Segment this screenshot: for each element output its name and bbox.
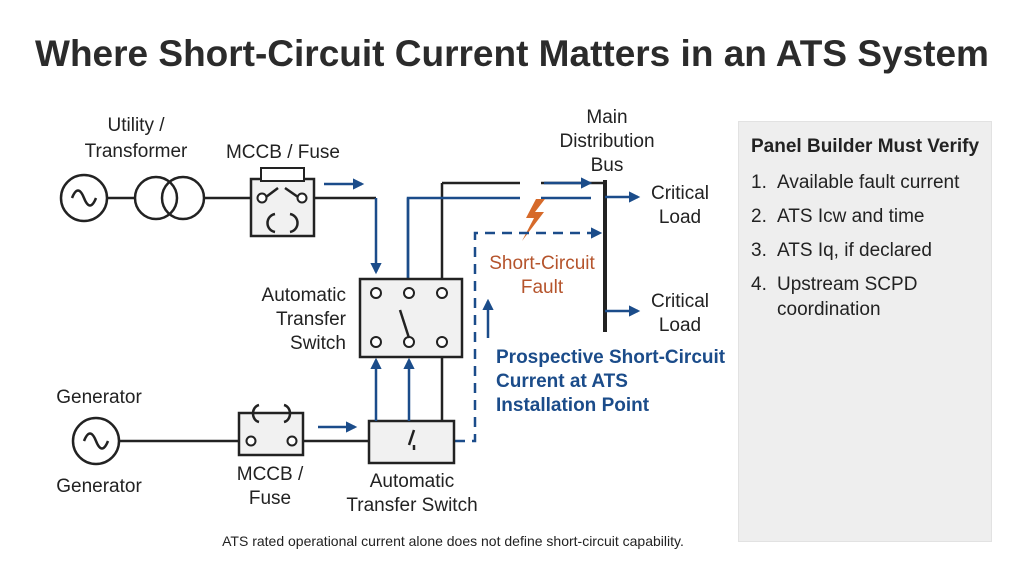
verify-item: 3. ATS Iq, if declared <box>751 238 981 263</box>
transformer-icon <box>133 175 206 221</box>
mccb-bottom-label-line2: Fuse <box>249 488 291 509</box>
utility-label-line2: Transformer <box>85 141 188 162</box>
verify-item-number: 2. <box>751 206 767 227</box>
critical-load-top-line2: Load <box>659 207 701 228</box>
ats-label-line3: Switch <box>290 333 346 354</box>
verify-item-text: Available fault current <box>777 172 960 193</box>
verify-item-number: 3. <box>751 240 767 261</box>
mccb-top-label: MCCB / Fuse <box>226 142 340 163</box>
verify-item-number: 1. <box>751 172 767 193</box>
fault-label-line1: Short-Circuit <box>489 253 595 274</box>
mccb-fuse-bottom-icon <box>237 403 305 457</box>
verify-item-text: ATS Icw and time <box>777 206 925 227</box>
page-title: Where Short-Circuit Current Matters in a… <box>35 33 989 74</box>
ats-bottom-label-line2: Transfer Switch <box>346 495 477 516</box>
main-bus-label-line2: Distribution <box>559 131 654 152</box>
footnote: ATS rated operational current alone does… <box>222 533 684 549</box>
fault-lightning-icon <box>522 199 545 241</box>
verify-item-text: ATS Iq, if declared <box>777 240 932 261</box>
verify-list: 1. Available fault current 2. ATS Icw an… <box>751 170 981 322</box>
verify-item: 1. Available fault current <box>751 170 981 195</box>
critical-load-bottom-line2: Load <box>659 315 701 336</box>
automatic-transfer-switch <box>358 277 464 359</box>
verify-panel-title: Panel Builder Must Verify <box>751 136 980 157</box>
utility-source-icon <box>59 173 109 223</box>
critical-load-bottom-line1: Critical <box>651 291 709 312</box>
ats-label-line2: Transfer <box>276 309 347 330</box>
ats-bottom-label-line1: Automatic <box>370 471 454 492</box>
critical-load-top-line1: Critical <box>651 183 709 204</box>
verify-panel: Panel Builder Must Verify 1. Available f… <box>738 121 992 542</box>
fault-label-line2: Fault <box>521 277 564 298</box>
main-bus-label-line3: Bus <box>591 155 624 176</box>
prospective-label-line1: Prospective Short-Circuit <box>496 347 726 368</box>
generator-label-top: Generator <box>56 387 142 408</box>
generator-icon <box>71 416 121 466</box>
ats-label-line1: Automatic <box>262 285 346 306</box>
prospective-label-line2: Current at ATS <box>496 371 628 392</box>
verify-item-text: Upstream SCPD coordination <box>777 274 918 320</box>
verify-item: 2. ATS Icw and time <box>751 204 981 229</box>
verify-item: 4. Upstream SCPD coordination <box>751 272 981 322</box>
automatic-transfer-switch-bottom <box>367 419 456 465</box>
utility-label-line1: Utility / <box>108 115 166 136</box>
mccb-bottom-label-line1: MCCB / <box>237 464 304 485</box>
generator-label-bottom: Generator <box>56 476 142 497</box>
main-bus-label-line1: Main <box>586 107 627 128</box>
prospective-label-line3: Installation Point <box>496 395 650 416</box>
verify-item-number: 4. <box>751 274 767 295</box>
mccb-fuse-top-icon <box>249 167 316 238</box>
